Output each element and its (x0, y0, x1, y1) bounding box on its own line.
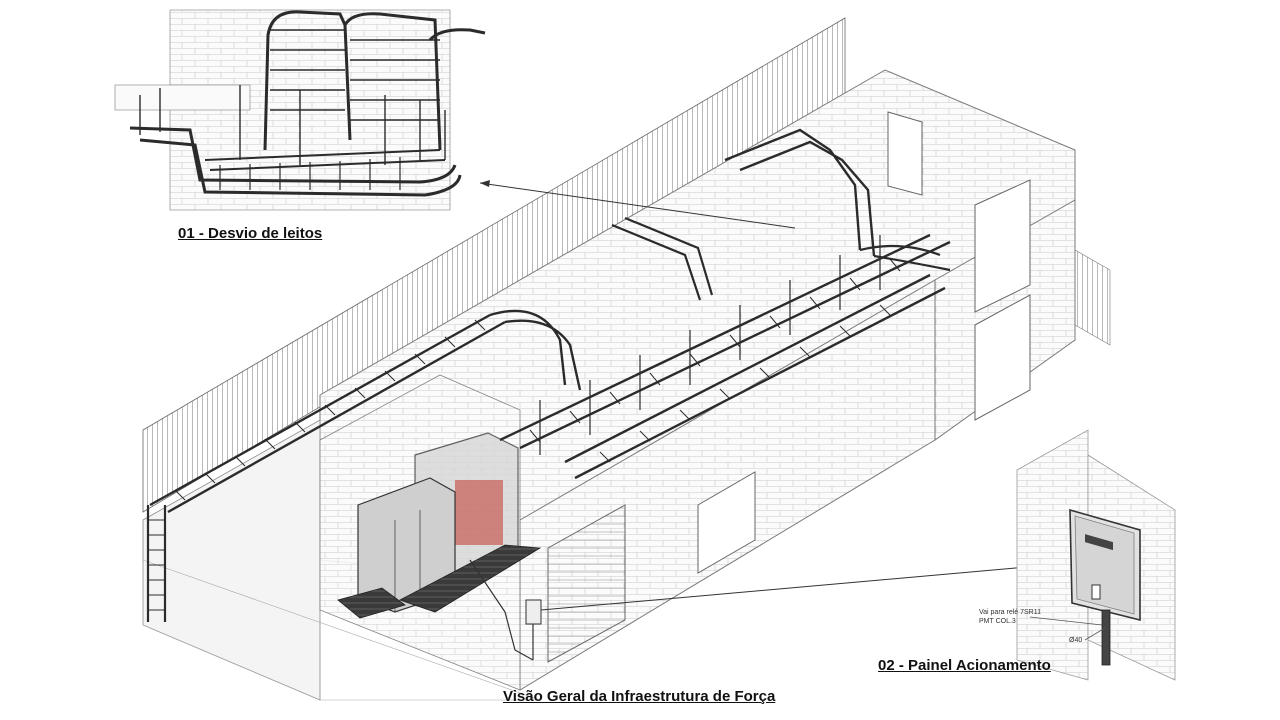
detail-02-actuation-panel (1016, 429, 1176, 681)
facade-window (974, 179, 1031, 313)
detail-01-caption: 01 - Desvio de leitos (178, 225, 323, 242)
transformer-core (455, 480, 503, 545)
detail-02-caption: 02 - Painel Acionamento (878, 657, 1051, 674)
floor-grating (398, 544, 542, 613)
conduit-pipe (1101, 609, 1111, 666)
column-note: PMT COL.3 (979, 618, 1016, 625)
facade-window (697, 471, 756, 574)
conduit-diameter-label: Ø40 (1069, 637, 1083, 644)
floor-grating (337, 587, 406, 619)
perimeter-fence-right (1074, 249, 1111, 346)
facade-window (887, 111, 923, 196)
louvered-door (547, 504, 626, 663)
actuation-panel-small (525, 599, 542, 625)
detail-01-tray-deviation (114, 9, 486, 211)
cable-tray-run-left (149, 313, 506, 514)
overview-caption: Visão Geral da Infraestrutura de Força (503, 688, 776, 705)
cable-tray-run-front (564, 273, 946, 480)
facade-window (974, 294, 1031, 421)
cable-tray-drop-left (146, 505, 167, 622)
left-ground (142, 559, 541, 701)
cable-tray-run-middle (499, 233, 951, 450)
cable-tray-rise (724, 128, 876, 257)
overview-view (142, 17, 1111, 701)
relay-note: Vai para relé 7SR11 (979, 609, 1041, 616)
leader-line-detail-01 (479, 182, 796, 229)
cable-tray-network (146, 128, 951, 622)
leader-line-detail-02 (540, 564, 1051, 611)
